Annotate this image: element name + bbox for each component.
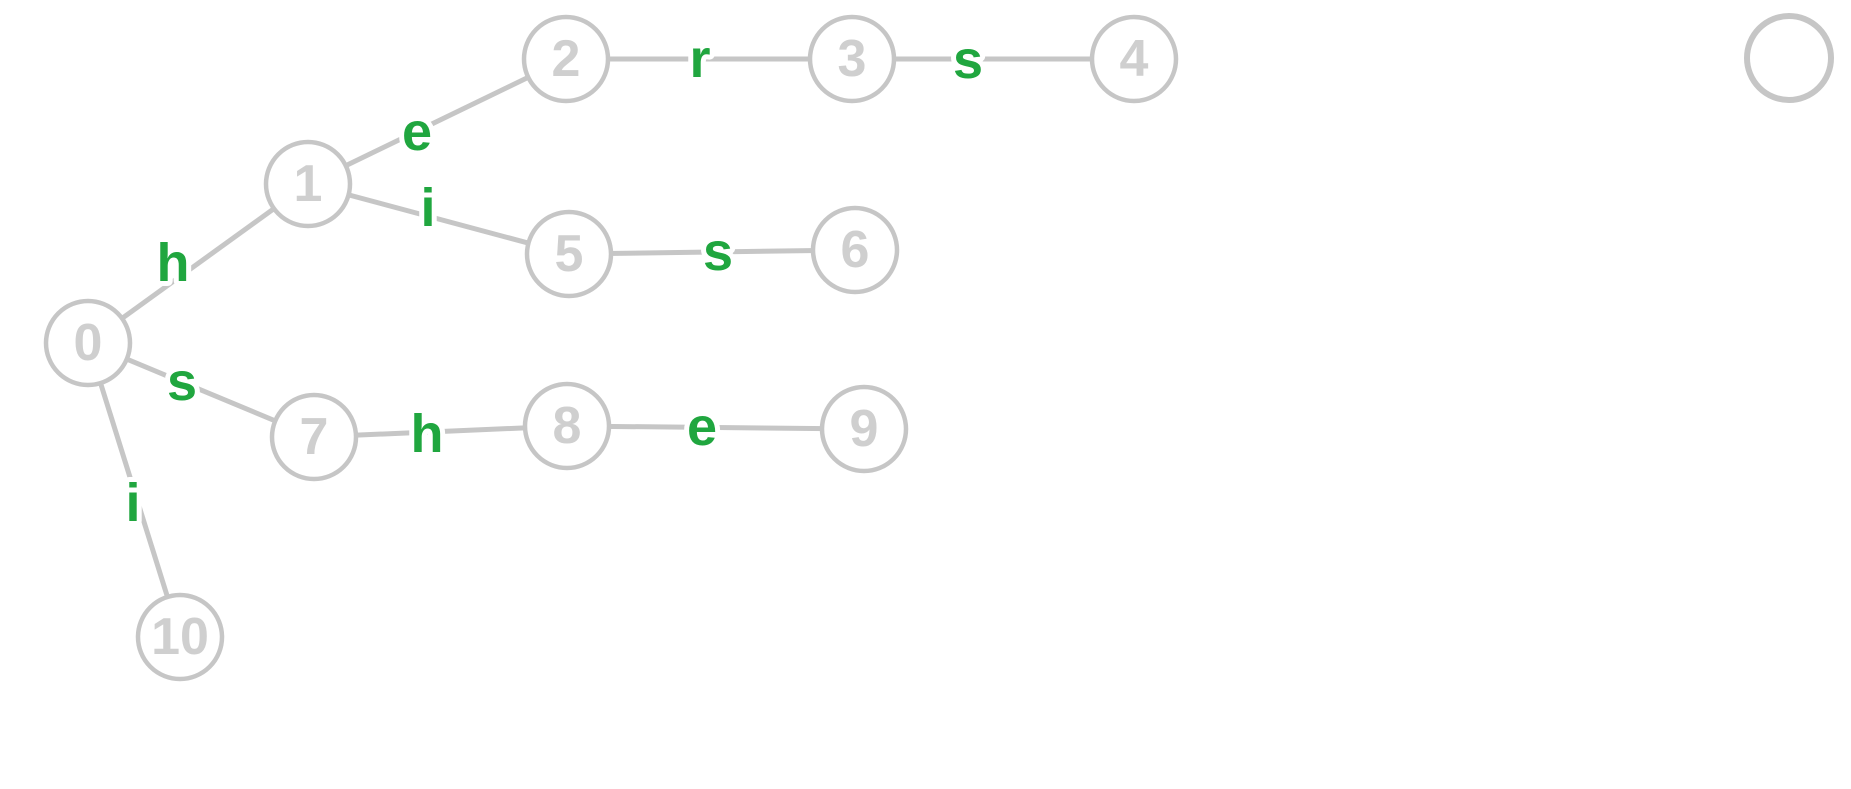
graph-node-10	[135, 592, 225, 682]
node-label-9: 9	[850, 400, 879, 458]
graph-node-0	[43, 298, 133, 388]
node-label-6: 6	[841, 221, 870, 279]
graph-node-8	[522, 381, 612, 471]
node-label-7: 7	[300, 408, 329, 466]
node-label-3: 3	[838, 30, 867, 88]
node-layer: 0 1 2 3 4 5 6 7 8 9 10	[43, 13, 1834, 682]
edge-label-1-5: i	[420, 178, 435, 238]
edge-label-8-9: e	[687, 397, 717, 457]
node-label-1: 1	[294, 155, 323, 213]
edge-5-6	[568, 247, 856, 257]
edge-label-5-6: s	[703, 222, 733, 282]
edge-1-5	[307, 181, 570, 257]
edge-0-1	[86, 181, 310, 346]
node-label-2: 2	[552, 30, 581, 88]
graph-node-5	[524, 209, 614, 299]
edge-1-2	[306, 56, 568, 187]
graph-node-1	[263, 139, 353, 229]
edge-label-1-2: e	[402, 102, 432, 162]
node-label-5: 5	[555, 225, 584, 283]
node-label-10: 10	[151, 608, 209, 666]
graph-node-7	[269, 392, 359, 482]
edge-label-0-1: h	[157, 233, 190, 293]
graph-node-6	[810, 205, 900, 295]
edge-8-9	[566, 423, 865, 432]
graph-node-9	[819, 384, 909, 474]
edge-0-10	[85, 342, 183, 638]
node-label-4: 4	[1120, 30, 1149, 88]
node-label-8: 8	[553, 397, 582, 455]
graph-node-3	[807, 14, 897, 104]
edge-layer	[85, 56, 1134, 638]
edge-label-0-10: i	[125, 473, 140, 533]
edge-label-0-7: s	[167, 352, 197, 412]
node-label-0: 0	[74, 314, 103, 372]
edge-label-2-3: r	[689, 29, 710, 89]
graph-node-2	[521, 14, 611, 104]
graph-node-4	[1089, 14, 1179, 104]
edge-label-7-8: h	[411, 404, 444, 464]
graph-node-isolated	[1744, 13, 1834, 103]
edge-label-3-4: s	[953, 30, 983, 90]
